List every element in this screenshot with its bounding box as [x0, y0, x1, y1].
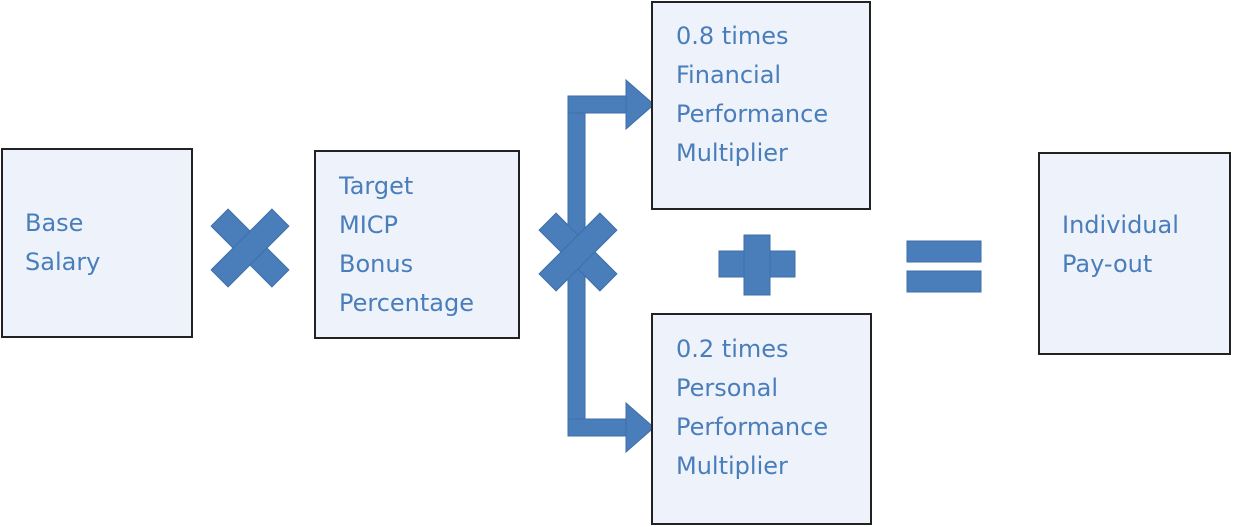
base-salary-box: Base Salary — [1, 148, 193, 338]
plus-icon — [718, 234, 796, 296]
base-salary-label: Base Salary — [25, 209, 101, 276]
multiply-icon-branch — [538, 212, 618, 292]
individual-payout-box: Individual Pay-out — [1038, 152, 1231, 355]
individual-payout-label: Individual Pay-out — [1062, 211, 1179, 278]
financial-multiplier-label: 0.8 times Financial Performance Multipli… — [676, 22, 829, 167]
target-micp-box: Target MICP Bonus Percentage — [314, 150, 520, 339]
equals-icon — [906, 240, 982, 293]
multiply-icon — [210, 208, 290, 288]
target-micp-label: Target MICP Bonus Percentage — [339, 172, 475, 317]
financial-multiplier-box: 0.8 times Financial Performance Multipli… — [651, 1, 871, 210]
personal-multiplier-box: 0.2 times Personal Performance Multiplie… — [651, 313, 872, 525]
personal-multiplier-label: 0.2 times Personal Performance Multiplie… — [676, 335, 829, 480]
